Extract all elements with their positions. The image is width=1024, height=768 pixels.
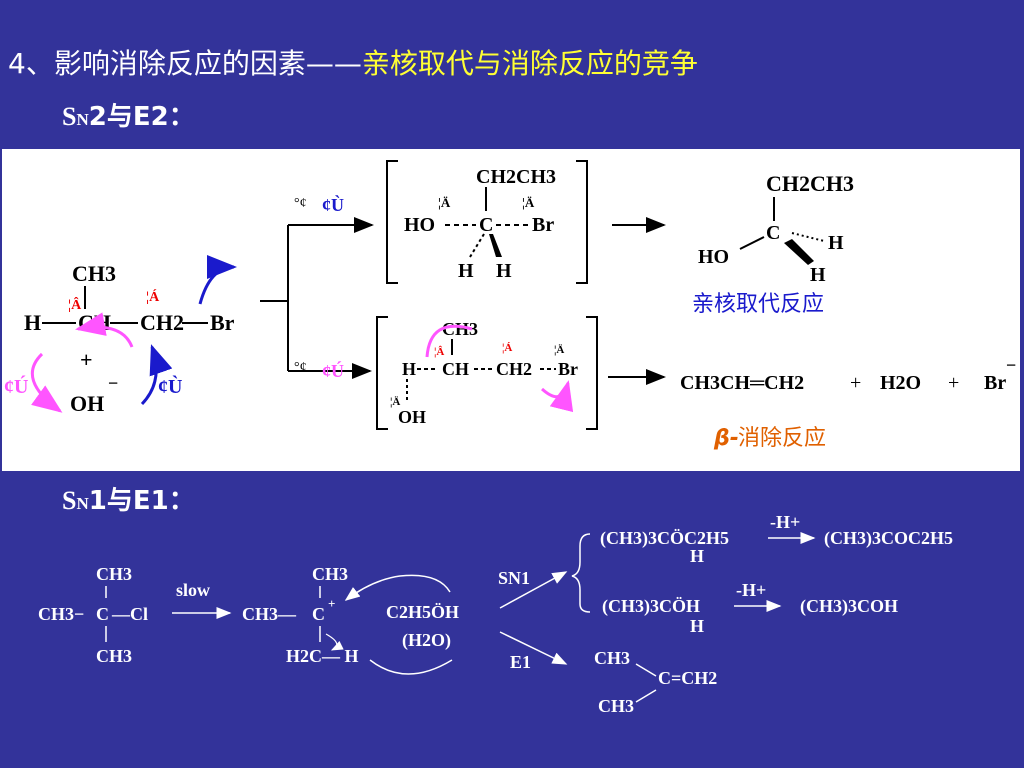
substrate-molecule: CH3 H CH CH2 Br ¦Â ¦Á + OH −	[24, 261, 235, 416]
cation-h: — H	[321, 646, 359, 666]
e2-bromide-charge: −	[1006, 355, 1016, 375]
sn2-product: CH2CH3 C HO H H 亲核取代反应	[692, 171, 854, 317]
e1-ch3-bottom: CH3	[598, 696, 634, 716]
ts2-br: Br	[558, 359, 578, 379]
sn2-e2-scheme: CH3 H CH CH2 Br ¦Â ¦Á + OH − ¢Ú ¢Ù	[4, 160, 1016, 451]
curved-arrow-magenta-left	[30, 352, 63, 413]
e2-alkene: CH3CH═CH2	[680, 372, 804, 394]
ts2-mark-delta-right: ¦Ä	[554, 343, 564, 356]
sn1-product-1: (CH3)3COC2H5	[824, 528, 953, 549]
substrate-cl: —Cl	[111, 604, 148, 624]
mark-alpha: ¦Á	[146, 288, 160, 305]
ts2-mark-delta-left: ¦Ä	[390, 395, 400, 408]
substrate-c: C	[96, 604, 109, 624]
transition-state-sn2: CH2CH3 HO C Br ¦Ä ¦Ä H H	[386, 160, 588, 284]
dot-marker-b: °¢	[294, 360, 307, 375]
ts1-mark-left: ¦Ä	[438, 195, 451, 210]
path-b-glyph: ¢Ú	[322, 360, 344, 381]
ts2-h: H	[402, 359, 416, 379]
sn2-product-h2: H	[810, 264, 826, 286]
sn1-step-1: -H+	[770, 512, 800, 532]
substrate-ch: CH	[78, 310, 111, 335]
nucleophile-main: C2H5ÖH	[386, 602, 459, 622]
title-prefix: 4、影响消除反应的因素——	[8, 47, 362, 80]
substrate-top-ch3: CH3	[96, 564, 132, 584]
slow-label: slow	[176, 580, 210, 600]
substrate-ch3: CH3	[72, 261, 116, 286]
title-highlight: 亲核取代与消除反应的竞争	[361, 47, 698, 80]
e2-products: CH3CH═CH2 + H2O + Br − β- 消除反应	[680, 355, 1016, 451]
ts1-top: CH2CH3	[476, 166, 556, 188]
path-a-glyph: ¢Ù	[322, 194, 344, 215]
hydroxide-charge: −	[108, 373, 118, 393]
mark-beta: ¦Â	[68, 296, 82, 313]
cation-c: C	[312, 604, 325, 624]
hydroxide-oh: OH	[70, 391, 104, 416]
ts1-h1: H	[458, 260, 474, 282]
sn1-step-2: -H+	[736, 580, 766, 600]
curved-arrow-blue-top	[198, 255, 237, 305]
e2-label: 消除反应	[738, 426, 826, 451]
ts1-c: C	[479, 214, 493, 236]
ts2-mark-beta: ¦Â	[434, 346, 444, 358]
substrate-left-ch3: CH3−	[38, 604, 84, 624]
dot-marker-a: °¢	[294, 196, 307, 211]
ts2-mark-alpha: ¦Á	[502, 342, 512, 354]
substrate-bottom-ch3: CH3	[96, 646, 132, 666]
e2-plus-1: +	[850, 372, 861, 394]
slide-title: 4、影响消除反应的因素——亲核取代与消除反应的竞争	[8, 50, 698, 78]
sn1-intermediate-1-h: H	[690, 546, 704, 566]
branch-sn1-label: SN1	[498, 568, 530, 588]
path-b-glyph-left: ¢Ú	[4, 374, 28, 398]
sn1-product-2: (CH3)3COH	[800, 596, 898, 617]
sn2-e2-heading: SN2与E2：	[62, 102, 195, 132]
transition-state-e2: CH3 ¦Â ¦Á ¦Ä H CH CH2 Br ¦Ä OH	[376, 316, 598, 430]
ts1-br: Br	[532, 214, 554, 236]
sn1-e1-heading: SN1与E1：	[62, 486, 195, 516]
ts1-mark-right: ¦Ä	[522, 195, 535, 210]
e2-bromide: Br	[984, 372, 1006, 394]
sn2-e2-panel: CH3 H CH CH2 Br ¦Â ¦Á + OH − ¢Ú ¢Ù	[2, 149, 1020, 471]
e1-ch3-top: CH3	[594, 648, 630, 668]
e2-label-beta: β-	[713, 426, 739, 451]
sn2-product-top: CH2CH3	[766, 171, 854, 196]
sn2-product-ho: HO	[698, 246, 729, 268]
ts2-ch3: CH3	[442, 319, 478, 339]
e1-alkene: C=CH2	[658, 668, 717, 688]
nucleophile-alt: (H2O)	[402, 630, 451, 651]
sn1-intermediate-1: (CH3)3CÖC2H5	[600, 528, 729, 549]
cation-top-ch3: CH3	[312, 564, 348, 584]
substrate-h: H	[24, 310, 41, 335]
ts1-ho: HO	[404, 214, 435, 236]
e2-plus-2: +	[948, 372, 959, 394]
sn2-product-c: C	[766, 222, 780, 244]
curved-arrow-blue-bottom	[140, 344, 173, 406]
sn1-intermediate-2: (CH3)3CÖH	[602, 596, 700, 617]
cation-charge: +	[328, 596, 335, 611]
branch-e1-label: E1	[510, 652, 531, 672]
cation-left-ch3: CH3—	[242, 604, 297, 624]
sn2-product-h1: H	[828, 232, 844, 254]
ts2-ch2: CH2	[496, 359, 532, 379]
ts2-ch: CH	[442, 359, 469, 379]
curved-arrow-magenta-top	[75, 312, 134, 348]
substrate-ch2: CH2	[140, 310, 184, 335]
path-a-glyph-left: ¢Ù	[158, 374, 182, 398]
ts2-oh: OH	[398, 407, 426, 427]
sn1-intermediate-2-h: H	[690, 616, 704, 636]
substrate-plus: +	[80, 347, 93, 372]
ts1-h2: H	[496, 260, 512, 282]
cation-h2c: H2C	[286, 646, 322, 666]
sn2-label: 亲核取代反应	[692, 292, 824, 317]
e2-water: H2O	[880, 372, 921, 394]
substrate-br: Br	[210, 310, 235, 335]
